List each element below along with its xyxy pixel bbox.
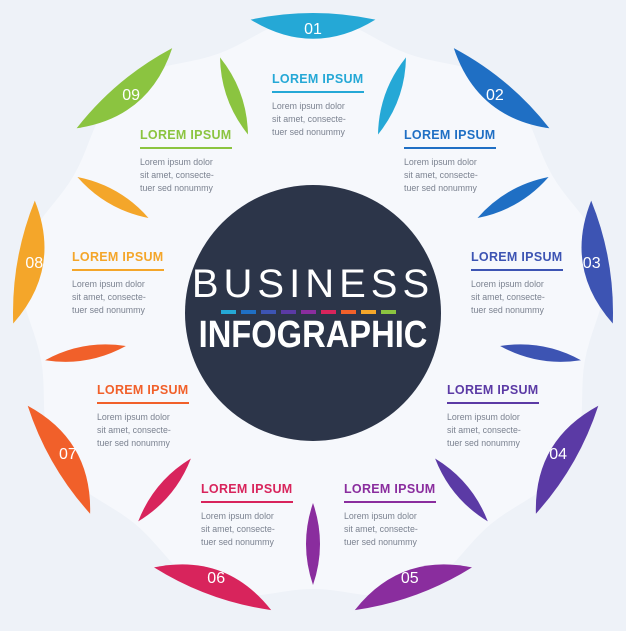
step-body: Lorem ipsum dolor sit amet, consecte-tuer… [97,411,217,451]
step-heading: LOREM IPSUM [447,383,539,404]
title-business: BUSINESS [191,262,435,306]
inner-petals [45,57,581,585]
step-heading: LOREM IPSUM [272,72,364,93]
step-number-04: 04 [549,445,567,463]
step-block-06: LOREM IPSUM Lorem ipsum dolor sit amet, co… [201,480,321,550]
step-body-line: tuer sed nonummy [344,537,417,548]
step-body-line: sit amet, consecte- [140,170,214,181]
step-block-01: LOREM IPSUM Lorem ipsum dolor sit amet, co… [272,70,392,140]
step-body-line: tuer sed nonummy [471,305,544,316]
step-body-line: tuer sed nonummy [97,438,170,449]
step-block-04: LOREM IPSUM Lorem ipsum dolor sit amet, co… [447,381,567,451]
step-body-line: sit amet, consecte- [404,170,478,181]
inner-petal-01 [220,57,248,135]
step-number-08: 08 [25,254,44,272]
step-heading: LOREM IPSUM [140,128,232,149]
outer-petal-02 [453,48,550,129]
step-block-08: LOREM IPSUM Lorem ipsum dolor sit amet, co… [72,248,192,318]
step-body-line: tuer sed nonummy [140,183,213,194]
step-heading: LOREM IPSUM [97,383,189,404]
step-body-line: sit amet, consecte- [201,524,275,535]
step-body-line: sit amet, consecte- [447,425,521,436]
step-heading: LOREM IPSUM [72,250,164,271]
step-body: Lorem ipsum dolor sit amet, consecte-tuer… [447,411,567,451]
step-body-line: tuer sed nonummy [272,127,345,138]
inner-petal-09 [77,177,149,218]
step-body-line: Lorem ipsum dolor [447,412,520,422]
step-block-05: LOREM IPSUM Lorem ipsum dolor sit amet, co… [344,480,464,550]
step-body-line: Lorem ipsum dolor [201,511,274,521]
step-body-line: Lorem ipsum dolor [72,279,145,289]
step-body-line: tuer sed nonummy [404,183,477,194]
step-body: Lorem ipsum dolor sit amet, consecte-tuer… [471,278,591,318]
step-body-line: tuer sed nonummy [447,438,520,449]
step-body-line: sit amet, consecte- [272,114,346,125]
step-body: Lorem ipsum dolor sit amet, consecte-tuer… [404,156,524,196]
inner-petal-08 [45,344,126,362]
outer-petal-09 [76,48,173,129]
step-heading: LOREM IPSUM [201,482,293,503]
strip-swatch [281,310,296,314]
step-number-09: 09 [122,87,140,105]
inner-petal-04 [500,344,581,362]
title-color-strip [221,310,396,314]
outer-petal-07 [27,405,91,514]
step-heading: LOREM IPSUM [471,250,563,271]
outer-petal-08 [13,200,45,324]
step-body-line: Lorem ipsum dolor [471,279,544,289]
title-infographic: INFOGRAPHIC [198,314,428,356]
step-body: Lorem ipsum dolor sit amet, consecte-tuer… [344,510,464,550]
inner-petal-02 [378,57,406,135]
step-block-02: LOREM IPSUM Lorem ipsum dolor sit amet, co… [404,126,524,196]
step-block-09: LOREM IPSUM Lorem ipsum dolor sit amet, co… [140,126,260,196]
outer-petals [13,13,613,611]
step-body-line: sit amet, consecte- [97,425,171,436]
step-body: Lorem ipsum dolor sit amet, consecte-tuer… [140,156,260,196]
step-body-line: tuer sed nonummy [72,305,145,316]
strip-swatch [301,310,316,314]
step-number-05: 05 [400,569,419,587]
step-body: Lorem ipsum dolor sit amet, consecte-tuer… [272,100,392,140]
step-body: Lorem ipsum dolor sit amet, consecte-tuer… [201,510,321,550]
strip-swatch [381,310,396,314]
step-number-03: 03 [582,254,601,272]
step-body-line: Lorem ipsum dolor [344,511,417,521]
step-number-06: 06 [207,569,226,587]
step-body-line: sit amet, consecte- [72,292,146,303]
outer-petal-06 [154,564,272,611]
strip-swatch [321,310,336,314]
step-body-line: tuer sed nonummy [201,537,274,548]
step-body-line: Lorem ipsum dolor [404,157,477,167]
strip-swatch [241,310,256,314]
step-body: Lorem ipsum dolor sit amet, consecte-tuer… [72,278,192,318]
inner-petal-07 [138,458,191,522]
step-block-07: LOREM IPSUM Lorem ipsum dolor sit amet, co… [97,381,217,451]
step-body-line: sit amet, consecte- [471,292,545,303]
step-number-02: 02 [485,87,504,105]
step-body-line: Lorem ipsum dolor [272,101,345,111]
outer-petal-04 [535,405,599,514]
step-body-line: Lorem ipsum dolor [140,157,213,167]
step-heading: LOREM IPSUM [344,482,436,503]
outer-petal-01 [250,13,376,39]
inner-petal-06 [306,503,320,585]
step-heading: LOREM IPSUM [404,128,496,149]
strip-swatch [341,310,356,314]
step-block-03: LOREM IPSUM Lorem ipsum dolor sit amet, co… [471,248,591,318]
step-number-07: 07 [58,445,77,463]
outer-petal-05 [354,564,472,611]
inner-petal-03 [477,177,549,218]
step-body-line: Lorem ipsum dolor [97,412,170,422]
strip-swatch [221,310,236,314]
inner-petal-05 [435,458,488,522]
outer-petal-03 [581,200,613,324]
step-number-01: 01 [304,21,322,38]
step-body-line: sit amet, consecte- [344,524,418,535]
strip-swatch [361,310,376,314]
strip-swatch [261,310,276,314]
